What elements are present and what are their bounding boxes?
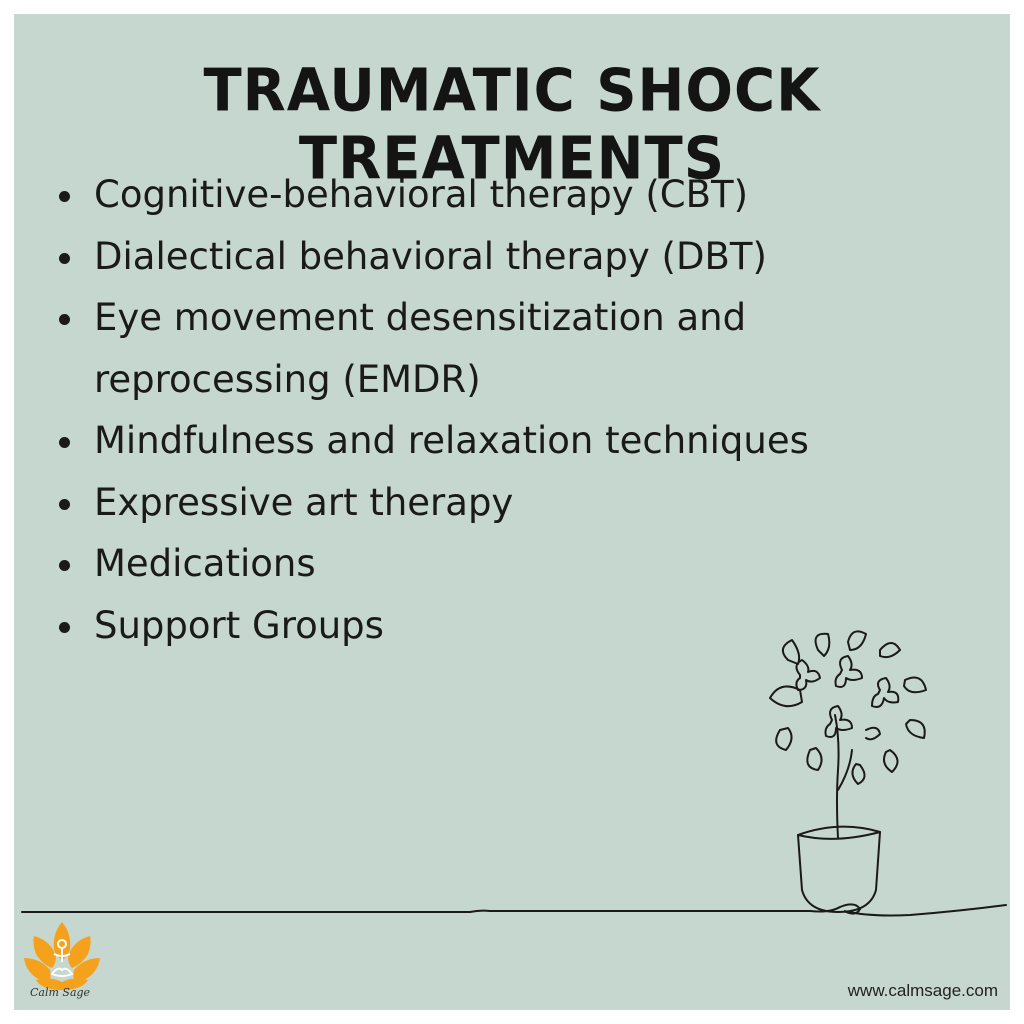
list-item: Cognitive-behavioral therapy (CBT) bbox=[58, 164, 814, 226]
list-item: Dialectical behavioral therapy (DBT) bbox=[58, 226, 814, 288]
calm-sage-logo bbox=[24, 922, 100, 990]
list-item: Medications bbox=[58, 533, 814, 595]
list-item: Mindfulness and relaxation techniques bbox=[58, 410, 814, 472]
bullet-icon bbox=[59, 437, 70, 448]
list-item: Eye movement desensitization and reproce… bbox=[58, 287, 814, 410]
infographic-card: TRAUMATIC SHOCK TREATMENTS bbox=[14, 14, 1010, 1010]
bullet-icon bbox=[59, 314, 70, 325]
list-item: Expressive art therapy bbox=[58, 472, 814, 534]
brand-name: Calm Sage bbox=[30, 986, 91, 999]
page-title: TRAUMATIC SHOCK TREATMENTS bbox=[203, 56, 821, 194]
bullet-icon bbox=[59, 191, 70, 202]
ground-line bbox=[21, 903, 1007, 917]
list-item: Support Groups bbox=[58, 595, 814, 657]
potted-tree-illustration bbox=[769, 630, 927, 913]
bullet-icon bbox=[59, 498, 70, 510]
bullet-icon bbox=[59, 621, 70, 633]
bullet-icon bbox=[59, 252, 70, 264]
website-url[interactable]: www.calmsage.com bbox=[847, 981, 998, 1000]
bullet-icon bbox=[59, 560, 70, 571]
treatment-list: Cognitive-behavioral therapy (CBT) Diale… bbox=[58, 164, 814, 656]
